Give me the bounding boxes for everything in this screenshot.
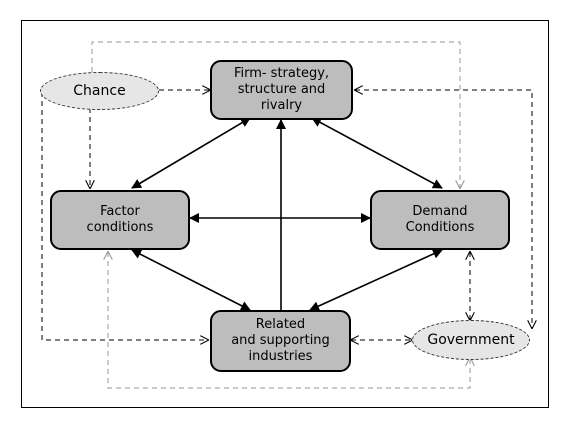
diagram-frame [21, 20, 549, 408]
arrow-chance-demand [91, 41, 460, 188]
chance-ellipse: Chance [40, 72, 159, 110]
factor-conditions-node: Factor conditions [50, 190, 190, 250]
arrow-factor-government [108, 252, 470, 389]
arrow-chance-related [41, 92, 208, 340]
demand-conditions-node: Demand Conditions [370, 190, 510, 250]
firm-strategy-node: Firm- strategy, structure and rivalry [210, 60, 353, 120]
arrow-demand-related [309, 249, 443, 311]
government-ellipse: Government [412, 320, 530, 360]
arrow-firm-factor [131, 117, 251, 189]
related-industries-node: Related and supporting industries [210, 310, 351, 372]
gray-dashed-arrows [91, 41, 470, 389]
arrow-firm-demand [311, 117, 443, 189]
arrow-factor-related [131, 249, 251, 311]
arrow-firm-government [355, 90, 532, 328]
